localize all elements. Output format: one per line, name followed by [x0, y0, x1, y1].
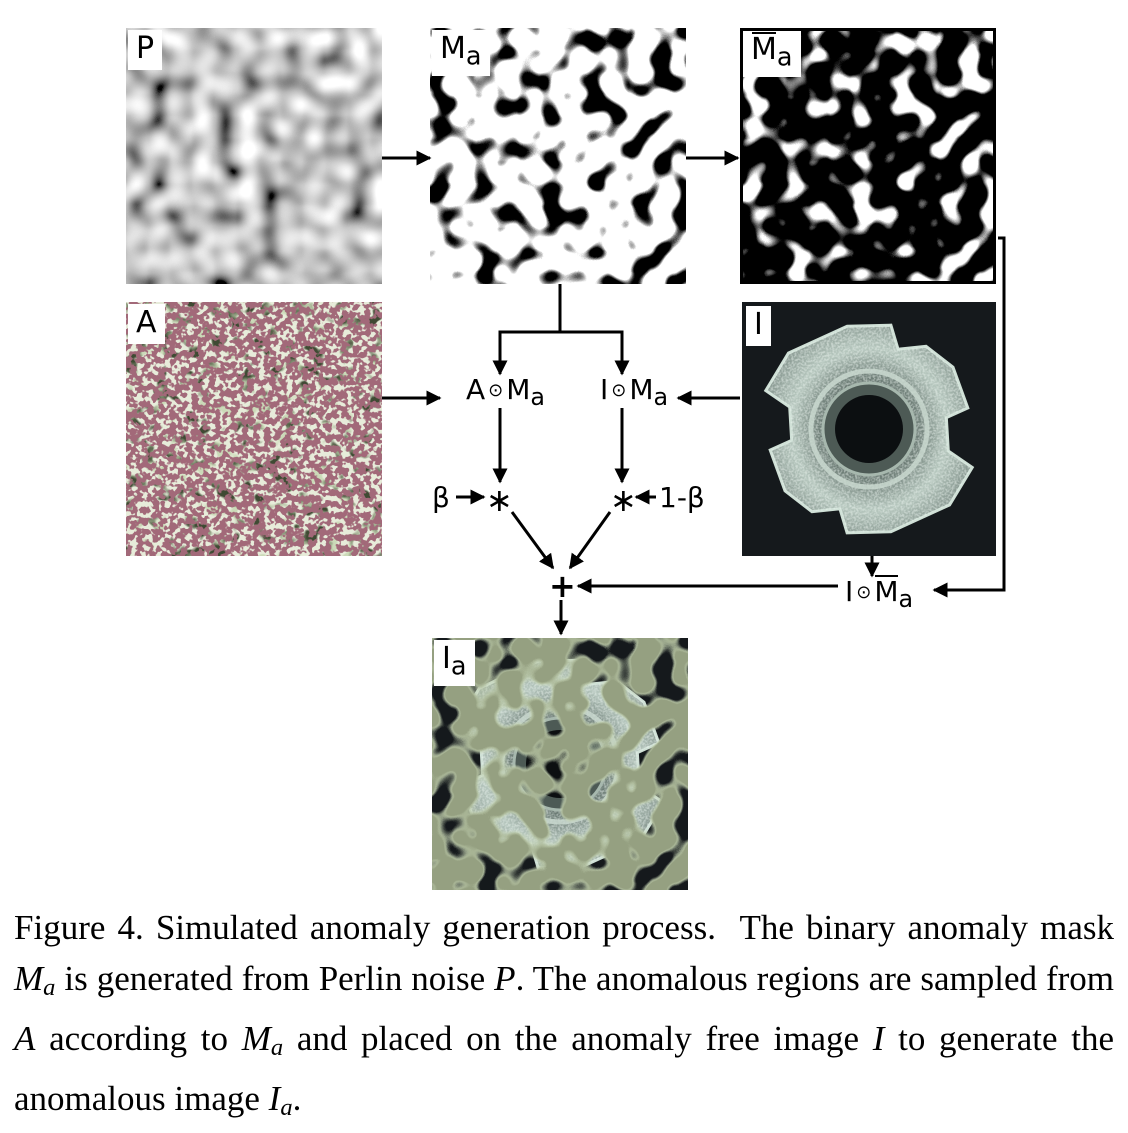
caption-sentence-3b: according to: [49, 1018, 228, 1058]
caption-var-ma: Ma: [14, 959, 56, 1001]
figure: P Ma Ma: [126, 28, 1006, 890]
caption-sentence-3d: to generate the anomalous image: [14, 1018, 1115, 1118]
caption-var-p: P: [494, 959, 516, 998]
figure-caption: Figure 4. Simulated anomaly generation p…: [14, 908, 1115, 1121]
anomaly-mask-panel: Ma: [430, 28, 686, 284]
multiply-left: ∗: [486, 481, 513, 519]
anomalous-nut-image: [432, 638, 688, 890]
caption-sentence-2b: is generated from Perlin noise: [64, 959, 486, 998]
perlin-noise-panel: P: [126, 28, 382, 284]
caption-var-ia: Ia: [268, 1078, 293, 1121]
caption-sentence-3c: and placed on the anomaly free image: [296, 1018, 860, 1058]
panel-label-ma: Ma: [432, 30, 490, 76]
caption-sentence-3a: The anomalous regions are sampled from: [532, 959, 1115, 998]
anomaly-free-image-panel: I: [742, 302, 996, 556]
figure-number: Figure 4.: [14, 908, 144, 947]
op-a-odot-ma: A⊙Ma: [466, 373, 546, 411]
caption-var-i: I: [872, 1018, 885, 1058]
glass-nut-image: [763, 323, 975, 535]
panel-label-a: A: [128, 304, 165, 344]
perlin-noise-image: [126, 28, 382, 284]
panel-label-ma-bar: Ma: [743, 31, 801, 77]
panel-label-ia: Ia: [434, 640, 475, 686]
plus-sign: +: [549, 567, 576, 605]
arrow-ma-to-i-odot: [560, 330, 630, 376]
anomaly-mask-image: [430, 28, 686, 284]
caption-sentence-2a: The binary anomaly mask: [739, 908, 1115, 947]
caption-sentence-1: Simulated anomaly generation process.: [155, 908, 716, 947]
arrow-right-to-plus: [568, 511, 612, 570]
beta-label: β: [432, 481, 450, 514]
arrow-mabar-to-op: [932, 236, 1006, 598]
caption-var-a: A: [14, 1018, 36, 1058]
inverted-mask-panel: Ma: [740, 28, 996, 284]
caption-var-ma-2: Ma: [241, 1018, 284, 1061]
arrow-ma-to-a-odot: [492, 284, 562, 376]
lettuce-texture-image: [126, 302, 382, 556]
panel-label-i: I: [746, 306, 771, 346]
arrow-left-to-plus: [510, 511, 555, 570]
multiply-right: ∗: [610, 481, 637, 519]
panel-label-p: P: [128, 30, 163, 70]
anomalous-image-panel: Ia: [432, 638, 688, 890]
op-i-odot-ma: I⊙Ma: [600, 373, 669, 411]
anomaly-source-panel: A: [126, 302, 382, 556]
op-i-odot-ma-bar: I⊙Ma: [845, 575, 914, 613]
flow-arrows: [382, 150, 1006, 636]
one-minus-beta-label: 1-β: [659, 481, 705, 514]
